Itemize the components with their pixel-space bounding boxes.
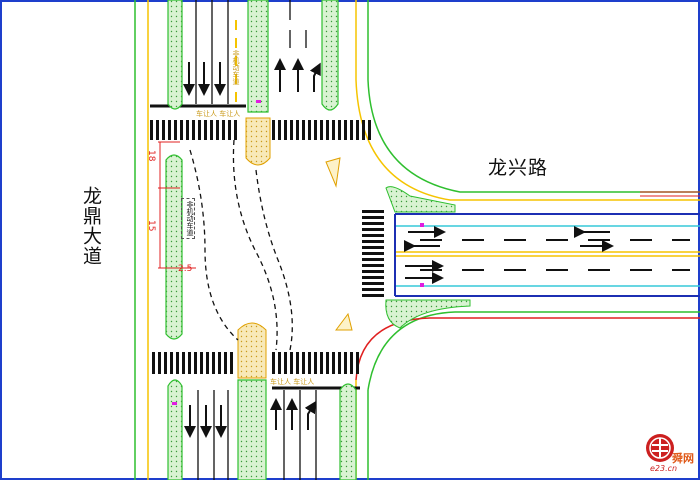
island-top-left	[167, 0, 183, 110]
watermark-mark: 舜网	[672, 452, 694, 465]
side-road-dashes	[420, 239, 690, 271]
island-bottom-right	[339, 383, 357, 480]
arrows-bottom-north	[270, 398, 317, 430]
arrows-top-south	[183, 62, 226, 96]
median-bottom	[237, 379, 267, 480]
magenta-markers	[172, 100, 424, 405]
island-bottom-left	[167, 379, 183, 480]
main-road-label: 龙鼎大道	[80, 186, 102, 266]
median-bottom-refuge	[237, 322, 267, 379]
corner-curves	[355, 79, 700, 391]
lane-lines-bottom	[197, 390, 317, 480]
main-road-edges	[134, 0, 369, 480]
chevron-bottom	[335, 312, 353, 331]
arrows-top-north	[274, 58, 321, 92]
dimension-label-15: 15	[146, 220, 156, 232]
crosswalk-bottom	[152, 352, 359, 374]
median-text: 非机动车道	[232, 50, 240, 85]
dimension-label-2-5: 2.5	[178, 264, 193, 274]
crosswalk-side	[362, 210, 384, 297]
watermark-logo	[646, 434, 674, 462]
side-road-label: 龙兴路	[488, 157, 549, 179]
lane-lines-top	[195, 0, 307, 104]
median-top-refuge	[245, 117, 271, 166]
side-road-arrows	[404, 226, 614, 284]
turn-guide-lines	[189, 139, 293, 351]
island-top-right	[321, 0, 339, 111]
island-side-bottom	[385, 299, 471, 329]
island-middle-left	[165, 154, 183, 340]
island-text: 非机动车道	[181, 198, 195, 239]
yield-text-top: 车让人 车让人	[196, 110, 241, 118]
crosswalk-top	[150, 120, 371, 140]
dimension-lines	[158, 141, 196, 269]
arrows-bottom-south	[184, 405, 227, 438]
dimension-label-18: 18	[146, 150, 156, 162]
watermark-domain: e23.cn	[650, 464, 678, 473]
yield-text-bottom: 车让人 车让人	[270, 378, 315, 386]
chevron-top	[325, 157, 341, 188]
island-side-top	[385, 186, 456, 213]
median-top	[247, 0, 269, 113]
